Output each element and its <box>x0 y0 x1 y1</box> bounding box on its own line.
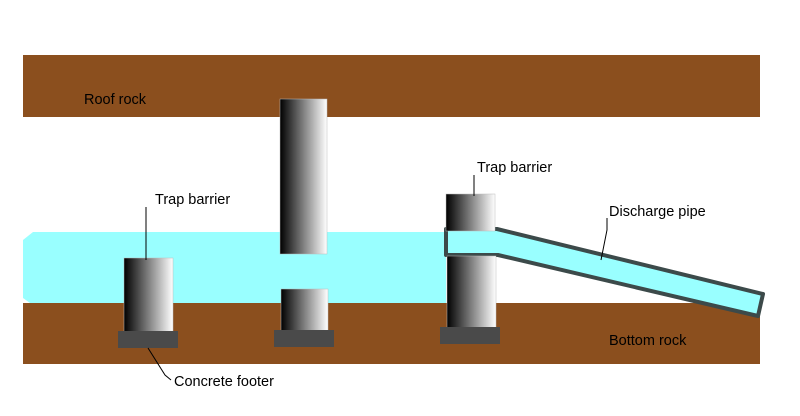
middle-concrete-footer <box>274 330 334 347</box>
middle-pillar-upper <box>279 98 328 255</box>
left-trap-barrier <box>123 257 174 334</box>
left-concrete-footer <box>118 331 178 348</box>
concrete-footer-leader <box>147 347 172 381</box>
bottom-rock-layer <box>23 303 760 364</box>
discharge-pipe-leader <box>600 218 608 261</box>
discharge-pipe <box>444 227 765 318</box>
right-pillar-lower <box>446 255 497 329</box>
trap-barrier-left-label: Trap barrier <box>155 192 230 208</box>
water-channel <box>23 232 446 303</box>
right-trap-barrier <box>445 193 496 232</box>
bottom-rock-label: Bottom rock <box>609 333 687 349</box>
concrete-footer-label: Concrete footer <box>174 374 274 390</box>
middle-pillar-lower <box>280 288 329 333</box>
roof-rock-layer <box>23 55 760 117</box>
trap-barrier-right-label: Trap barrier <box>477 160 552 176</box>
discharge-pipe-label: Discharge pipe <box>609 204 706 220</box>
right-concrete-footer <box>440 327 500 344</box>
roof-rock-label: Roof rock <box>84 92 147 108</box>
